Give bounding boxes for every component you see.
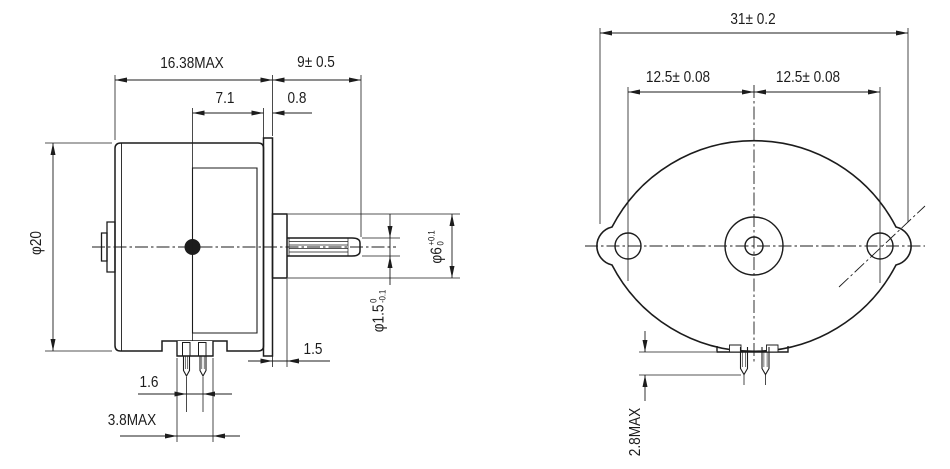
dim-shaft-length-label: 9± 0.5 (297, 54, 335, 71)
pin-left (184, 356, 190, 376)
dim-hole-spacing-left-label: 12.5± 0.08 (645, 69, 711, 86)
tab-notch-right (767, 345, 779, 352)
dim-pin-length-label: 2.8MAX (627, 407, 644, 457)
dim-hub-diameter-label: φ6 +0.1 0 (427, 230, 448, 264)
terminal-block (177, 341, 213, 356)
dim-body-diameter-label: φ20 (28, 231, 45, 255)
hole-diagonal-centerline (839, 206, 925, 287)
dim-hole-spacing-right-label: 12.5± 0.08 (775, 69, 841, 86)
shaft-dia-value: φ1.5 (371, 304, 388, 333)
shaft-knurl-lines (289, 238, 348, 256)
dim-label-offset-label: 7.1 (215, 90, 235, 107)
pin-left-upper (183, 343, 191, 357)
front-dimension-lines (600, 30, 908, 401)
front-hub (273, 214, 288, 278)
flange-oval-outline (597, 141, 911, 352)
dim-pin-pitch-label: 1.6 (139, 374, 159, 391)
shaft-dia-tol-lower: -0.1 (378, 289, 388, 303)
dim-overall-width-label: 31± 0.2 (730, 11, 776, 28)
front-view (585, 28, 925, 401)
hub-dia-value: φ6 (429, 247, 446, 264)
dim-hub-protrusion-label: 1.5 (303, 341, 323, 358)
side-extension-lines (45, 75, 460, 442)
side-view (45, 75, 460, 442)
side-dimension-lines (50, 77, 455, 439)
pin-right (200, 356, 206, 376)
dim-flange-thickness-label: 0.8 (287, 90, 307, 107)
tab-notch-left (730, 345, 742, 352)
bottom-tab (717, 346, 788, 352)
pin-inner-lines (185, 356, 204, 369)
dim-terminal-width-label: 3.8MAX (107, 412, 157, 429)
dim-shaft-diameter-label: φ1.5 0 -0.1 (369, 289, 390, 333)
pin-right-upper (199, 343, 207, 357)
front-extension-lines (600, 28, 908, 375)
hub-dia-tol-lower: 0 (436, 241, 446, 246)
front-pin-inner-lines (742, 352, 767, 367)
dim-body-length-label: 16.38MAX (160, 55, 224, 72)
label-area-rect (193, 168, 258, 333)
